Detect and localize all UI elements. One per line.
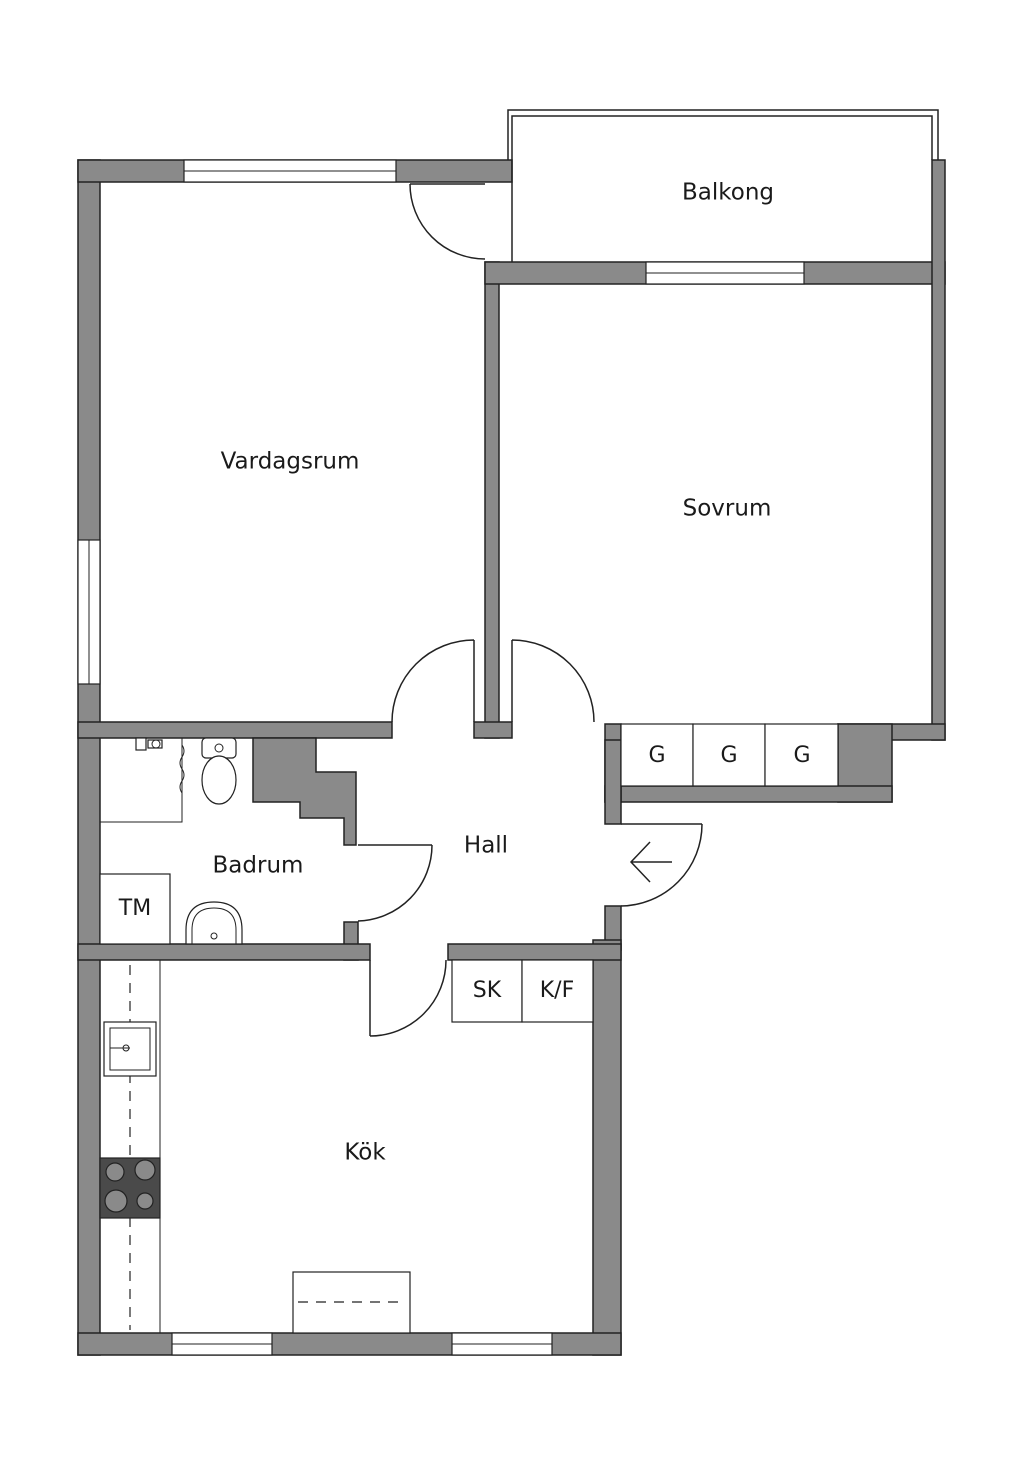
balcony	[507, 109, 939, 262]
balcony-rail-outer	[507, 109, 939, 160]
bathroom-fixtures: TM	[99, 737, 243, 945]
room-label-sovrum: Sovrum	[683, 496, 772, 522]
wall-living-bottom	[77, 721, 393, 739]
wardrobe-label-2: G	[720, 743, 737, 768]
washing-machine	[99, 873, 171, 945]
room-label-badrum: Badrum	[213, 853, 304, 879]
wall-hall-kitchen	[447, 943, 622, 961]
balcony-rail-inner	[511, 115, 933, 262]
room-label-vardagsrum: Vardagsrum	[221, 449, 360, 475]
room-label-kok: Kök	[344, 1140, 386, 1166]
door-living	[391, 639, 475, 723]
washing-machine-label: TM	[118, 896, 151, 921]
wardrobes: G G G	[620, 723, 839, 787]
wall-hall-right-upper	[604, 739, 622, 825]
entrance-arrow-icon	[629, 841, 672, 883]
washbasin-icon	[185, 901, 243, 945]
room-label-balkong: Balkong	[682, 180, 774, 206]
wall-right-bedroom	[931, 159, 946, 741]
door-entrance	[620, 823, 703, 907]
wall-hall-right-kitchen	[592, 939, 622, 1356]
stove-icon	[99, 1157, 161, 1219]
fridge-freezer-label: K/F	[540, 978, 575, 1003]
wardrobe-label-1: G	[648, 743, 665, 768]
toilet-icon	[201, 737, 237, 805]
room-labels: Balkong Vardagsrum Sovrum Hall Badrum Kö…	[213, 180, 774, 1166]
walls	[77, 159, 946, 1356]
wall-bathroom-kitchen	[77, 943, 371, 961]
windows	[77, 159, 805, 1356]
door-bedroom	[511, 639, 595, 723]
wardrobe-2	[692, 723, 766, 787]
wardrobe-1	[620, 723, 694, 787]
wall-closet-bottom	[604, 785, 893, 803]
hall-storage: SK K/F	[451, 959, 594, 1023]
kitchen-sink-icon	[103, 1021, 157, 1077]
shower-icon	[100, 737, 185, 823]
wall-hall-stub-left	[473, 721, 513, 739]
wardrobe-label-3: G	[793, 743, 810, 768]
door-kitchen	[369, 959, 447, 1037]
kitchen-fixtures	[99, 960, 411, 1334]
wall-left	[77, 159, 101, 1356]
storage-cabinet-label: SK	[473, 978, 502, 1003]
doors	[357, 183, 703, 1037]
wall-living-bedroom	[484, 261, 500, 739]
door-balcony	[409, 183, 486, 260]
room-label-hall: Hall	[464, 833, 508, 859]
door-bathroom	[357, 844, 433, 922]
wall-bathroom-hall	[252, 737, 357, 846]
fridge-freezer	[521, 959, 594, 1023]
wardrobe-3	[764, 723, 839, 787]
